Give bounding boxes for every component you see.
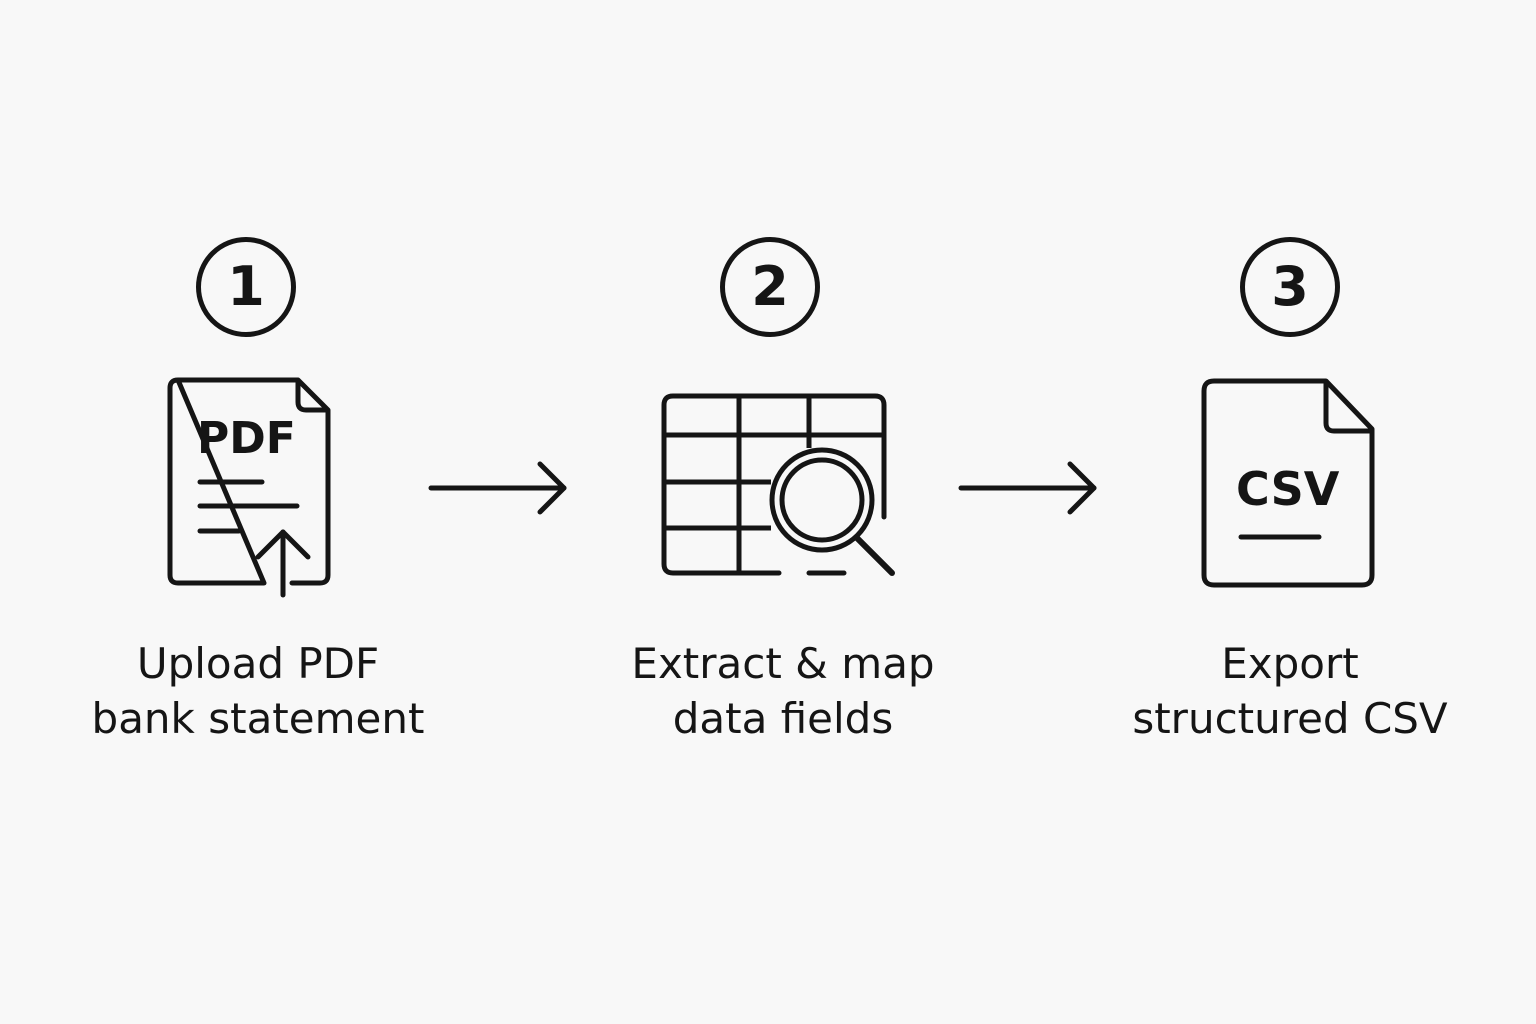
- step-2-label-line-1: Extract & map: [631, 639, 935, 688]
- step-2-label: Extract & map data fields: [553, 636, 1013, 746]
- step-3-label-line-1: Export: [1221, 639, 1359, 688]
- pdf-upload-icon: PDF: [167, 377, 331, 598]
- csv-file-icon: CSV: [1201, 378, 1375, 588]
- csv-icon-text: CSV: [1236, 462, 1340, 516]
- step-3-number-badge: 3: [1240, 237, 1340, 337]
- arrow-right-icon: [958, 461, 1097, 515]
- step-3-label-line-2: structured CSV: [1132, 694, 1448, 743]
- table-search-icon: [661, 393, 895, 576]
- step-1-label: Upload PDF bank statement: [28, 636, 488, 746]
- step-1-number-badge: 1: [196, 237, 296, 337]
- arrow-right-icon: [428, 461, 567, 515]
- step-1-label-line-2: bank statement: [91, 694, 425, 743]
- step-2-label-line-2: data fields: [672, 694, 894, 743]
- step-2-number-badge: 2: [720, 237, 820, 337]
- step-3-label: Export structured CSV: [1060, 636, 1520, 746]
- step-1-label-line-1: Upload PDF: [136, 639, 380, 688]
- pdf-icon-text: PDF: [197, 413, 296, 464]
